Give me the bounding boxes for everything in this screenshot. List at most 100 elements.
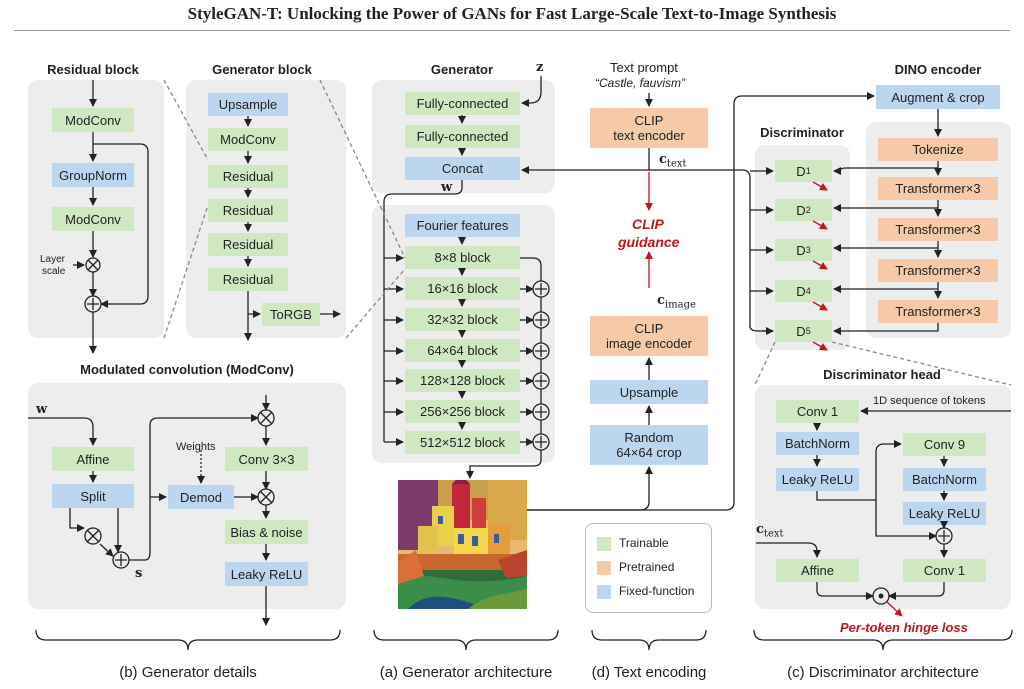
s-to-demod <box>129 493 167 561</box>
disc-c-text-symbol: c <box>756 522 764 537</box>
residual-modconv-1: ModConv <box>52 108 134 132</box>
layer-scale-label-2: scale <box>42 266 66 277</box>
z-in <box>521 76 542 107</box>
generator-fourier: Fourier features <box>405 214 520 237</box>
modconv-s-label: s <box>135 566 143 581</box>
genblock-residual-4: Residual <box>208 268 288 291</box>
dino-transformer-1: Transformer×3 <box>878 177 998 200</box>
generator-block-128: 128×128 block <box>405 369 520 392</box>
disc-conv1-bottom: Conv 1 <box>903 559 986 582</box>
brace-discriminator-architecture <box>753 629 1013 651</box>
brace-generator-details <box>35 629 341 651</box>
dino-title: DINO encoder <box>894 62 982 77</box>
d2-symbol: D <box>796 202 806 218</box>
clip-image-encoder-line2: image encoder <box>606 336 692 351</box>
conv1-to-dot <box>888 582 945 600</box>
d2-subscript: 2 <box>805 204 811 215</box>
title-rule <box>14 30 1010 31</box>
modconv-conv3x3: Conv 3×3 <box>225 447 308 471</box>
dino-transformer-3: Transformer×3 <box>878 259 998 282</box>
residual-groupnorm: GroupNorm <box>52 163 134 187</box>
generator-block-512: 512×512 block <box>405 431 520 454</box>
residual-block-title: Residual block <box>47 62 139 77</box>
text-upsample: Upsample <box>590 380 708 404</box>
residual-modconv-2: ModConv <box>52 207 134 231</box>
legend-swatch-trainable <box>597 537 611 551</box>
legend-swatch-pretrained <box>597 561 611 575</box>
res-skip <box>93 143 149 308</box>
disc-c-text-label: ctext <box>756 522 784 540</box>
generator-title: Generator <box>430 62 494 77</box>
d4-symbol: D <box>796 283 806 299</box>
c-image-subscript: image <box>664 299 696 311</box>
modconv-title: Modulated convolution (ModConv) <box>80 362 294 377</box>
affine-to-dot <box>816 582 874 600</box>
caption-text-encoding: (d) Text encoding <box>591 664 707 681</box>
c-text-to-concat <box>521 148 650 174</box>
disc-head-title: Discriminator head <box>823 367 941 382</box>
split-left <box>69 508 85 532</box>
disc-batchnorm-2: BatchNorm <box>903 468 986 491</box>
generator-w-label: w <box>441 180 453 195</box>
s-to-weight-mult <box>149 414 259 497</box>
caption-generator-architecture: (a) Generator architecture <box>379 664 553 681</box>
legend-swatch-fixed-function <box>597 585 611 599</box>
text-prompt: “Castle, fauvism” <box>595 76 686 90</box>
clip-text-encoder-line1: CLIP <box>634 113 664 128</box>
loss-arrow <box>886 601 903 617</box>
c-image-symbol: c <box>657 293 665 308</box>
modconv-weights-label: Weights <box>176 441 216 453</box>
modconv-leaky-relu: Leaky ReLU <box>225 562 308 586</box>
c-text-label: ctext <box>659 152 687 170</box>
dino-tokenize: Tokenize <box>878 138 998 161</box>
generator-z-input: z <box>536 60 544 75</box>
genblock-modconv: ModConv <box>208 128 288 151</box>
rgb-to-image <box>466 450 542 479</box>
clip-guidance-line2: guidance <box>618 234 680 250</box>
layer-scale-label-1: Layer <box>40 254 66 265</box>
dino-transformer-4: Transformer×3 <box>878 300 998 323</box>
res-add-node <box>84 295 102 313</box>
disc-conv9: Conv 9 <box>903 433 986 456</box>
head-branch <box>816 440 902 501</box>
modconv-split: Split <box>52 484 134 508</box>
disc-c-text-subscript: text <box>763 528 784 540</box>
image-to-random-crop <box>527 466 653 511</box>
ctext-to-affine <box>756 542 821 558</box>
legend-label-fixed-function: Fixed-function <box>619 584 695 598</box>
d1-symbol: D <box>796 163 806 179</box>
generator-block-256: 256×256 block <box>405 400 520 423</box>
brace-generator-architecture <box>373 629 559 651</box>
dino-augment-crop: Augment & crop <box>876 85 1000 109</box>
generator-fc-2: Fully-connected <box>405 125 520 148</box>
res-multiply-node <box>85 257 101 273</box>
modconv-multiply-node <box>84 527 102 545</box>
modconv-w-input: w <box>36 402 48 417</box>
generator-block-32: 32×32 block <box>405 308 520 331</box>
generator-block-16: 16×16 block <box>405 277 520 300</box>
disc-leaky-relu-2: Leaky ReLU <box>903 502 986 525</box>
modconv-demod: Demod <box>168 485 234 509</box>
w-broadcast <box>383 180 463 442</box>
generator-fc-1: Fully-connected <box>405 92 520 115</box>
clip-image-encoder: CLIP image encoder <box>590 316 708 356</box>
legend-label-pretrained: Pretrained <box>619 560 675 574</box>
disc-leaky-relu-1: Leaky ReLU <box>776 468 859 491</box>
text-prompt-label: Text prompt <box>610 60 678 75</box>
genblock-residual-1: Residual <box>208 165 288 188</box>
image-to-dino <box>527 92 875 511</box>
per-token-hinge-loss: Per-token hinge loss <box>840 620 968 635</box>
generator-block-64: 64×64 block <box>405 339 520 362</box>
dino-transformer-2: Transformer×3 <box>878 218 998 241</box>
d4-subscript: 4 <box>805 285 811 296</box>
modconv-affine: Affine <box>52 447 134 471</box>
random-crop-line1: Random <box>624 430 674 445</box>
random-crop-line2: 64×64 crop <box>616 445 682 460</box>
genblock-torgb: ToRGB <box>262 303 320 326</box>
